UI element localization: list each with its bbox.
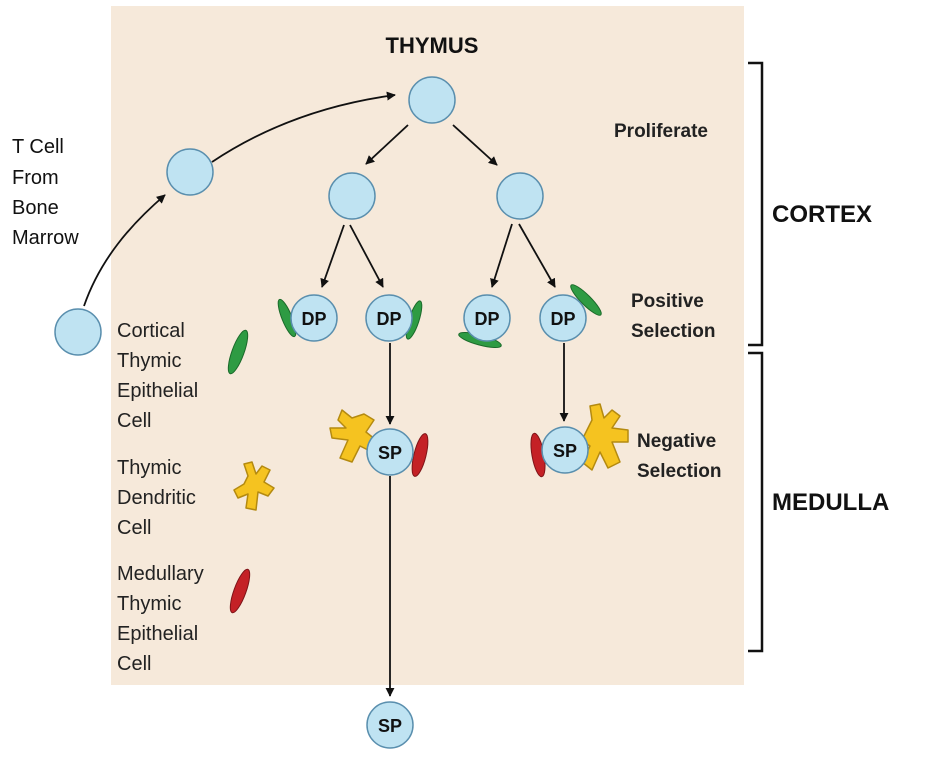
dp-arrow — [490, 223, 513, 288]
t-cell-daughter — [496, 172, 544, 220]
sp-cell: SP — [541, 426, 589, 474]
t-cells — [54, 76, 544, 356]
medullary-epithelial-cell — [411, 433, 429, 477]
positive-selection-label: Positive — [631, 291, 704, 312]
legend-medullary-line: Cell — [117, 653, 151, 675]
legend-medullary-line: Medullary — [117, 563, 204, 585]
cortical-epithelial-cell — [570, 284, 602, 316]
t-cell-entering — [166, 148, 214, 196]
bone-marrow-note-line: Bone — [12, 197, 59, 219]
dp-label: DP — [550, 309, 575, 329]
legend-cortical-icon — [227, 329, 249, 375]
positive-selection-label: Selection — [631, 321, 715, 342]
proliferate-arrow-right — [452, 124, 498, 166]
bone-marrow-note-line: From — [12, 167, 59, 189]
legend-cortical-line: Cortical — [117, 320, 185, 342]
sp-cell-exiting: SP — [366, 701, 414, 749]
sp-label: SP — [378, 443, 402, 463]
legend-cortical-line: Epithelial — [117, 380, 198, 402]
legend-dendritic-icon — [233, 461, 275, 511]
dp-arrow — [349, 224, 384, 288]
dp-label: DP — [376, 309, 401, 329]
t-cell-daughter — [328, 172, 376, 220]
arrows — [83, 91, 569, 697]
bone-marrow-note-line: T Cell — [12, 136, 64, 158]
dp-cell: DP — [539, 294, 587, 342]
entry-arrow — [83, 194, 166, 307]
proliferate-arrow-left — [365, 124, 409, 165]
legend-dendritic-line: Dendritic — [117, 487, 196, 509]
sp-label: SP — [378, 716, 402, 736]
medulla-label: MEDULLA — [772, 489, 889, 516]
dp-label: DP — [474, 309, 499, 329]
negative-selection-label: Selection — [637, 461, 721, 482]
proliferate-label: Proliferate — [614, 121, 708, 142]
legend-dendritic-line: Thymic — [117, 457, 181, 479]
legend-medullary-line: Epithelial — [117, 623, 198, 645]
t-cell-proliferating — [408, 76, 456, 124]
t-cell-bone-marrow — [54, 308, 102, 356]
sp-cell: SP — [366, 428, 414, 476]
bone-marrow-note: T Cell From Bone Marrow — [12, 136, 79, 249]
thymus-title: THYMUS — [386, 33, 479, 58]
migration-arrow — [211, 91, 396, 163]
legend-cortical-line: Cell — [117, 410, 151, 432]
dp-cell: DP — [290, 294, 338, 342]
dendritic-cells — [233, 403, 629, 511]
legend-medullary-icon — [229, 568, 251, 614]
dp-cell: DP — [365, 294, 413, 342]
legend-cortical-line: Thymic — [117, 350, 181, 372]
bone-marrow-note-line: Marrow — [12, 227, 79, 249]
medullary-epithelial-cells — [229, 432, 546, 614]
negative-selection-label: Negative — [637, 431, 716, 452]
sp-label: SP — [553, 441, 577, 461]
dp-arrow — [320, 224, 345, 288]
sp-cells: SP SP SP — [366, 426, 589, 749]
cortex-label: CORTEX — [772, 201, 872, 228]
legend-dendritic-line: Cell — [117, 517, 151, 539]
dendritic-cell — [329, 409, 377, 463]
dp-label: DP — [301, 309, 326, 329]
medulla-bracket — [748, 351, 764, 653]
dp-cell: DP — [463, 294, 511, 342]
cortex-bracket — [748, 61, 764, 347]
legend: Cortical Thymic Epithelial Cell Thymic D… — [117, 320, 204, 675]
legend-medullary-line: Thymic — [117, 593, 181, 615]
dp-arrow — [518, 223, 556, 288]
dp-cells: DP DP DP DP — [290, 294, 587, 342]
